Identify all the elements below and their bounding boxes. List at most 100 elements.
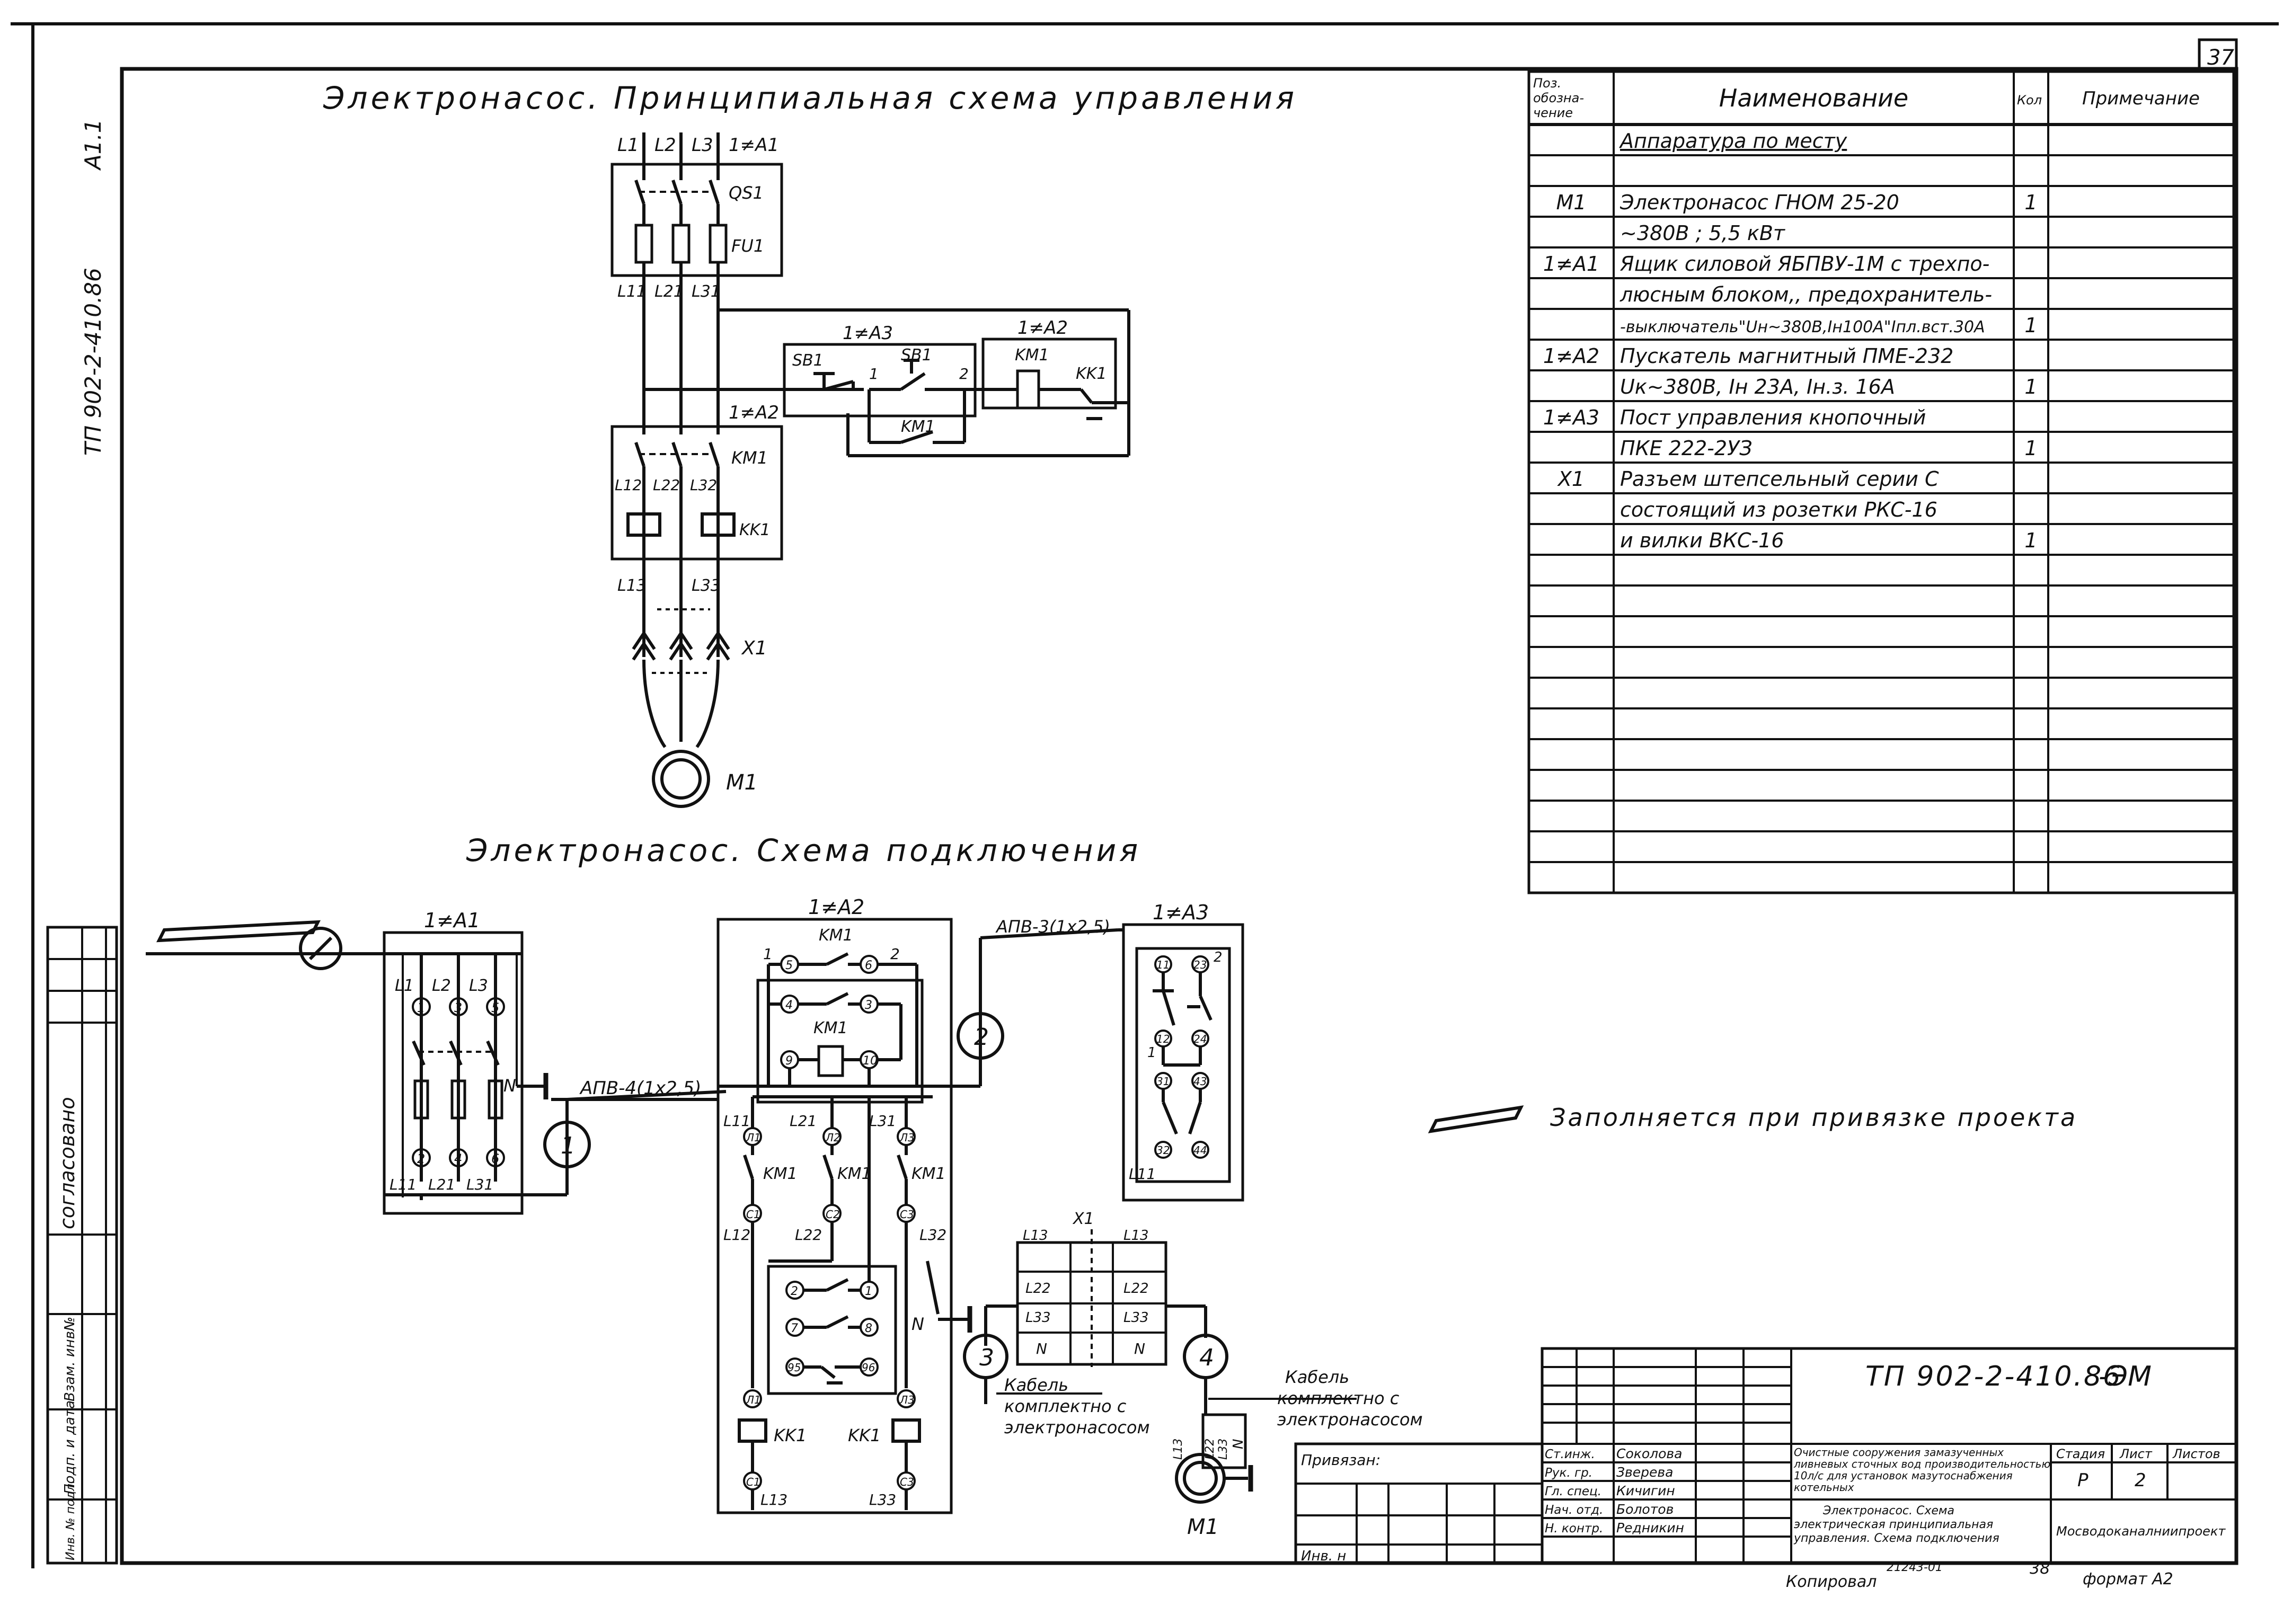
strip-vzam-inv: Взам. инв№ bbox=[62, 1317, 78, 1401]
conn-x1-right-l13: L13 bbox=[1123, 1228, 1149, 1244]
tb-name: Зверева bbox=[1616, 1465, 1673, 1480]
spec-name: Uк~380В, Iн 23А, Iн.з. 16А bbox=[1620, 375, 1895, 398]
tb-name: Соколова bbox=[1616, 1446, 1682, 1461]
conn-x1-right-n: N bbox=[1134, 1340, 1145, 1357]
conn-a1-label: 1≠A1 bbox=[424, 909, 480, 932]
note: Заполняется при привязке проекта bbox=[1428, 1103, 2077, 1133]
control-scheme-title: Электронасос. Принципиальная схема управ… bbox=[323, 80, 1297, 116]
tb-org: Мосводоканалниипроект bbox=[2056, 1524, 2226, 1539]
conn-a3-label: 1≠A3 bbox=[1153, 901, 1209, 924]
ctrl-phase-l31: L31 bbox=[692, 282, 721, 301]
spec-header-qty: Кол bbox=[2017, 93, 2042, 108]
tb-sheet-label: Лист bbox=[2119, 1446, 2153, 1461]
tb-sheet-title: Электронасос. Схема электрическая принци… bbox=[1793, 1504, 1999, 1545]
conn-a2-p1: Л1 bbox=[746, 1131, 761, 1144]
conn-a2-l12: L12 bbox=[723, 1226, 750, 1244]
conn-a2-c3: C3 bbox=[900, 1208, 914, 1221]
conn-x1-right-l33: L33 bbox=[1123, 1310, 1149, 1326]
spec-qty: 1 bbox=[2024, 529, 2037, 552]
conn-a3-t43: 43 bbox=[1193, 1075, 1207, 1088]
tb-privyazan: Привязан: bbox=[1301, 1451, 1380, 1469]
sheet-frame: 37 bbox=[11, 22, 2279, 1568]
title-block: Привязан: Инв. н ТП 902-2-410.86 -ЭМ Ст.… bbox=[1294, 1347, 2238, 1565]
spec-name: Ящик силовой ЯБПВУ-1М с трехпо- bbox=[1620, 252, 1989, 276]
ctrl-sb1-stop: SB1 bbox=[792, 351, 824, 370]
spec-pos: 1≠A1 bbox=[1543, 252, 1599, 276]
conn-cable3-num: 3 bbox=[979, 1344, 994, 1371]
left-strip: A1.1 ТП 902-2-410.86 согласовано Взам. и… bbox=[46, 119, 118, 1565]
ctrl-a2b-label: 1≠A2 bbox=[729, 402, 779, 423]
conn-a2-bc1: C1 bbox=[746, 1476, 760, 1488]
conn-a1-t3: 3 bbox=[454, 1000, 462, 1015]
tb-name: Редникин bbox=[1616, 1520, 1684, 1536]
connection-scheme-title: Электронасос. Схема подключения bbox=[466, 832, 1141, 868]
conn-a2-node1: 1 bbox=[763, 945, 773, 963]
footer-num: 38 bbox=[2030, 1559, 2050, 1578]
ctrl-x1-label: X1 bbox=[741, 637, 767, 659]
tb-role: Рук. гр. bbox=[1545, 1466, 1592, 1480]
conn-a2-bl1: Л1 bbox=[746, 1394, 761, 1406]
ctrl-km1-hold-label: KM1 bbox=[901, 418, 935, 436]
tb-sheets-label: Листов bbox=[2172, 1446, 2220, 1461]
conn-a2-t6: 6 bbox=[865, 959, 872, 972]
spec-name: Аппаратура по месту bbox=[1618, 129, 1847, 153]
ctrl-phase-l21: L21 bbox=[654, 282, 684, 301]
conn-cable1-num: 1 bbox=[561, 1132, 576, 1159]
conn-a1-t5: 5 bbox=[491, 1000, 499, 1015]
spec-name: люсным блоком,, предохранитель- bbox=[1620, 283, 1992, 306]
conn-a2-n: N bbox=[912, 1314, 924, 1334]
ctrl-l13-label: L13 bbox=[617, 576, 647, 595]
spec-name: ~380В ; 5,5 кВт bbox=[1620, 221, 1786, 245]
spec-row: 1≠A1 Ящик силовой ЯБПВУ-1М с трехпо- bbox=[1543, 252, 1990, 276]
tb-suffix: -ЭМ bbox=[2099, 1361, 2152, 1392]
tb-role: Н. контр. bbox=[1545, 1522, 1603, 1536]
tb-role: Нач. отд. bbox=[1545, 1503, 1603, 1517]
conn-a3-l11: L11 bbox=[1129, 1165, 1156, 1183]
conn-a2-c1: C1 bbox=[746, 1208, 760, 1221]
spec-name: Электронасос ГНОМ 25-20 bbox=[1620, 191, 1899, 214]
conn-a3-t23: 23 bbox=[1193, 959, 1207, 971]
conn-a1-t2: 2 bbox=[417, 1151, 425, 1166]
conn-a2-l21: L21 bbox=[790, 1112, 817, 1130]
ctrl-phase-l32: L32 bbox=[690, 476, 717, 494]
conn-a3-t24: 24 bbox=[1193, 1033, 1207, 1045]
conn-a2-l32: L32 bbox=[919, 1226, 946, 1244]
conn-a2-t5: 5 bbox=[785, 959, 793, 972]
conn-a2-p3: Л3 bbox=[899, 1131, 915, 1144]
ctrl-phase-l22: L22 bbox=[653, 476, 680, 494]
spec-header-pos: Поз. bbox=[1533, 76, 1561, 91]
conn-a2-node2: 2 bbox=[890, 945, 900, 963]
strip-podp-data: Подп. и дата bbox=[62, 1400, 78, 1494]
conn-a2-l33: L33 bbox=[869, 1491, 896, 1508]
spec-header-name: Наименование bbox=[1719, 84, 1908, 112]
conn-a2-bl3: Л3 bbox=[899, 1394, 915, 1406]
note-text: Заполняется при привязке проекта bbox=[1550, 1103, 2077, 1132]
spec-header-note: Примечание bbox=[2082, 88, 2200, 109]
spec-row: люсным блоком,, предохранитель- bbox=[1620, 283, 1992, 306]
conn-a2-l31: L31 bbox=[869, 1112, 896, 1130]
conn-a2-l11: L11 bbox=[723, 1112, 750, 1130]
conn-x1-left-l13: L13 bbox=[1023, 1228, 1048, 1244]
spec-pos: X1 bbox=[1557, 467, 1585, 491]
conn-a2-l13: L13 bbox=[760, 1491, 787, 1508]
conn-x1-label: X1 bbox=[1072, 1210, 1094, 1228]
ctrl-fu1-label: FU1 bbox=[731, 236, 764, 256]
spec-pos: 1≠A3 bbox=[1543, 406, 1599, 429]
conn-cable4-num: 4 bbox=[1199, 1344, 1214, 1371]
strip-agreed: согласовано bbox=[56, 1097, 79, 1229]
spec-header-pos: обозна- bbox=[1533, 91, 1584, 105]
strip-doc-code: ТП 902-2-410.86 bbox=[80, 268, 106, 456]
conn-a1-t6: 6 bbox=[491, 1151, 499, 1166]
conn-m1-label: M1 bbox=[1187, 1515, 1219, 1539]
tb-stage-label: Стадия bbox=[2056, 1446, 2105, 1461]
tb-role: Гл. спец. bbox=[1545, 1485, 1601, 1498]
conn-a2-bc3: C3 bbox=[900, 1476, 914, 1488]
spec-name: -выключатель"Uн~380В,Iн100А"Iпл.вст.30А bbox=[1620, 318, 1985, 336]
conn-a1-l1: L1 bbox=[395, 977, 414, 995]
